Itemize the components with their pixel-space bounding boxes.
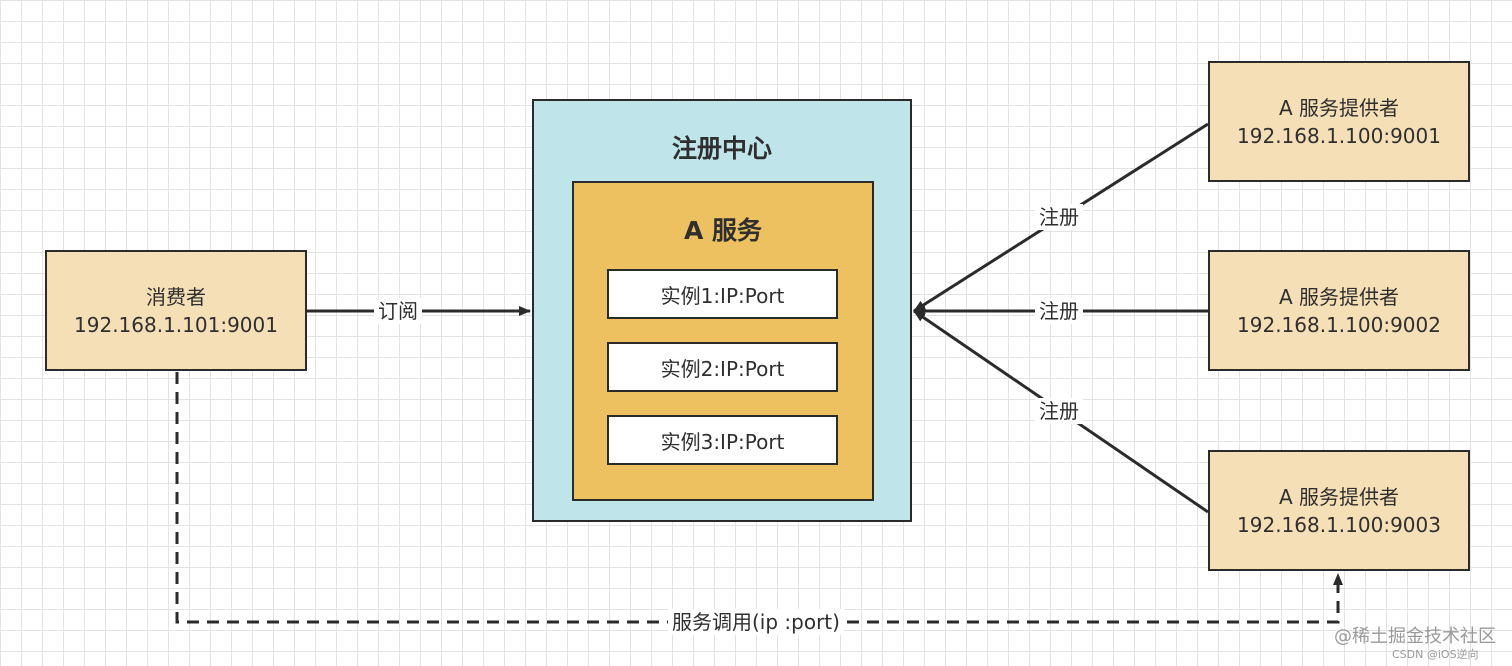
watermark-juejin: @稀土掘金技术社区 bbox=[1334, 626, 1496, 647]
register-label-1: 注册 bbox=[1035, 204, 1083, 230]
registry-title: 注册中心 bbox=[671, 134, 772, 163]
provider-box-1: A 服务提供者 192.168.1.100:9001 bbox=[1208, 61, 1470, 182]
instance-3: 实例3:IP:Port bbox=[607, 415, 838, 465]
subscribe-label: 订阅 bbox=[374, 298, 422, 324]
provider-box-3: A 服务提供者 192.168.1.100:9003 bbox=[1208, 450, 1470, 571]
provider-box-2: A 服务提供者 192.168.1.100:9002 bbox=[1208, 250, 1470, 371]
service-a-box: A 服务 实例1:IP:Port 实例2:IP:Port 实例3:IP:Port bbox=[572, 181, 874, 501]
consumer-box: 消费者 192.168.1.101:9001 bbox=[45, 250, 307, 371]
provider-name: A 服务提供者 bbox=[1278, 284, 1400, 309]
provider-address: 192.168.1.100:9003 bbox=[1237, 512, 1441, 537]
consumer-address: 192.168.1.101:9001 bbox=[74, 312, 278, 337]
invoke-label: 服务调用(ip :port) bbox=[668, 609, 844, 635]
instance-2: 实例2:IP:Port bbox=[607, 342, 838, 392]
watermark-csdn: CSDN @iOS逆向 bbox=[1392, 648, 1479, 661]
registry-center-box: 注册中心 A 服务 实例1:IP:Port 实例2:IP:Port 实例3:IP… bbox=[532, 99, 912, 522]
provider-name: A 服务提供者 bbox=[1278, 95, 1400, 120]
instance-1: 实例1:IP:Port bbox=[607, 269, 838, 319]
service-a-title: A 服务 bbox=[683, 216, 763, 245]
consumer-name: 消费者 bbox=[146, 284, 206, 309]
provider-address: 192.168.1.100:9001 bbox=[1237, 123, 1441, 148]
provider-name: A 服务提供者 bbox=[1278, 484, 1400, 509]
register-label-3: 注册 bbox=[1035, 398, 1083, 424]
register-label-2: 注册 bbox=[1035, 298, 1083, 324]
provider-address: 192.168.1.100:9002 bbox=[1237, 312, 1441, 337]
